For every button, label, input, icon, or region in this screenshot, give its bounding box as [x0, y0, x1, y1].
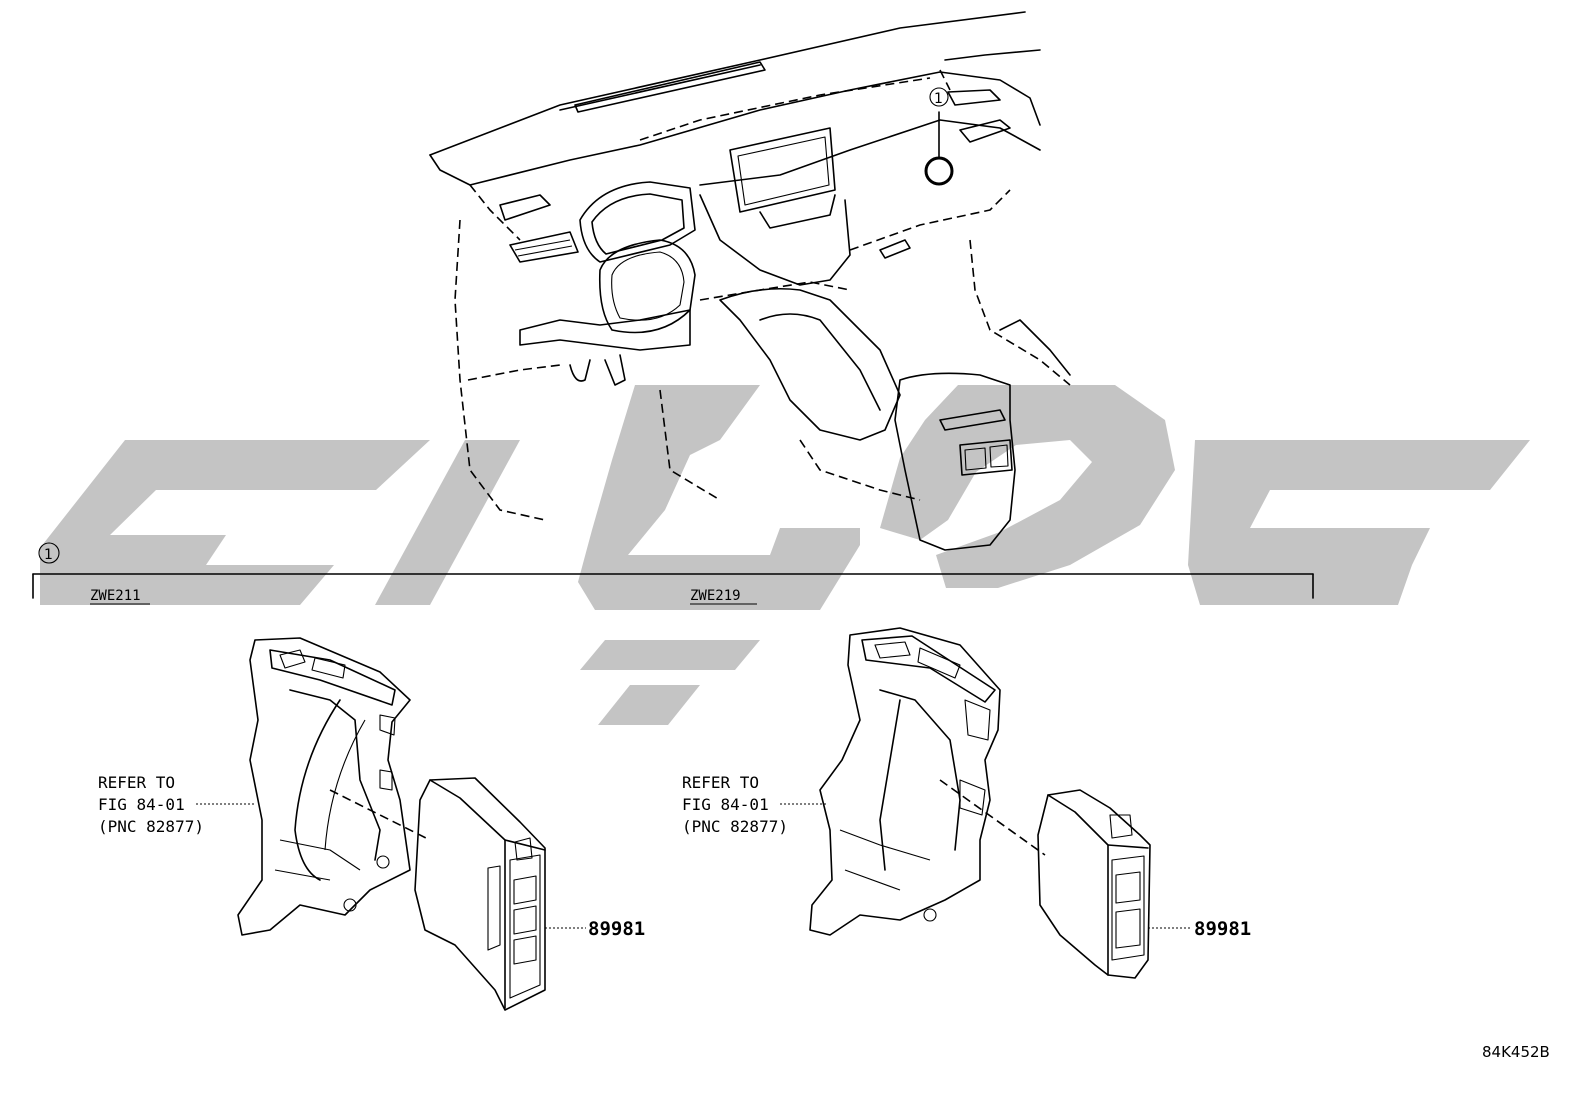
ecu-module-drawing: [1037, 789, 1151, 979]
variant-model-label: ZWE219: [690, 588, 741, 604]
refer-line-2: FIG 84-01: [682, 795, 769, 814]
refer-line-3: (PNC 82877): [682, 817, 788, 836]
refer-line-3: (PNC 82877): [98, 817, 204, 836]
mounting-bracket-drawing: [809, 627, 1001, 936]
dashboard-illustration: 1: [429, 11, 1071, 551]
variant-zwe211: ZWE211 REFER TO FIG: [90, 588, 645, 1011]
variant-model-label: ZWE211: [90, 588, 141, 604]
refer-line-2: FIG 84-01: [98, 795, 185, 814]
watermark-logo: [40, 385, 1530, 725]
section-bracket: 1: [32, 542, 1314, 599]
section-callout-label: 1: [44, 547, 53, 563]
callout-1-label: 1: [934, 91, 943, 107]
ecu-module-drawing: [414, 777, 546, 1011]
drawing-id-label: 84K452B: [1482, 1043, 1550, 1061]
part-number-label: 89981: [588, 918, 645, 940]
refer-line-1: REFER TO: [98, 773, 175, 792]
mounting-bracket-drawing: [237, 637, 411, 936]
part-number-label: 89981: [1194, 918, 1251, 940]
refer-line-1: REFER TO: [682, 773, 759, 792]
variant-zwe219: ZWE219 REFER TO FIG 84-01 (PN: [682, 588, 1251, 979]
